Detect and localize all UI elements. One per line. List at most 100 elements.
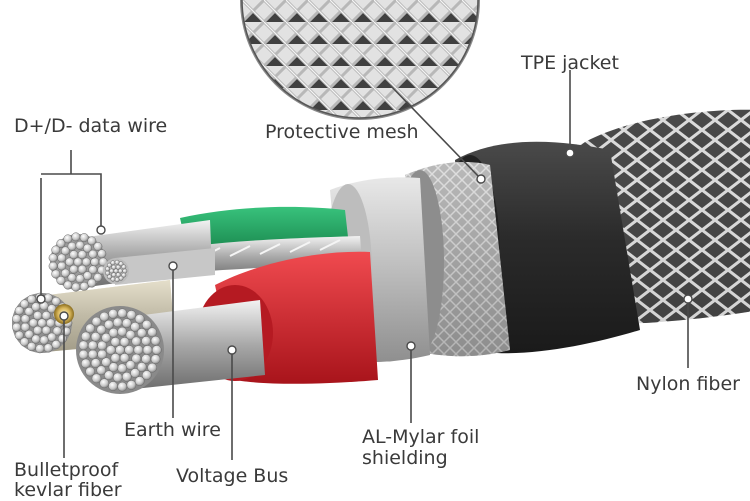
voltage-bus-strand — [90, 358, 101, 368]
voltage-bus-strand — [134, 376, 145, 386]
voltage-bus-strand — [141, 370, 152, 381]
voltage-bus-strand — [134, 314, 145, 324]
data-wire-strand — [63, 280, 73, 290]
data-wire-strand — [122, 268, 128, 274]
data-wire-strand — [75, 274, 85, 284]
leader-protective-mesh — [389, 84, 481, 179]
kevlar-outer-strand — [33, 311, 43, 321]
label-protective-mesh: Protective mesh — [265, 121, 419, 143]
label-kevlar-line1: Bulletproof — [14, 459, 119, 481]
voltage-bus-strand — [131, 336, 142, 347]
voltage-bus-strand — [142, 345, 153, 355]
voltage-bus-strand — [99, 311, 110, 322]
data-wire-strands — [48, 220, 215, 292]
voltage-bus-strand — [130, 368, 140, 378]
data-wire-strand — [51, 269, 61, 279]
data-wire-strand — [87, 278, 97, 288]
data-wire-strand — [48, 253, 58, 263]
kevlar-outer-strand — [39, 335, 49, 345]
kevlar-outer-strand — [27, 294, 37, 304]
kevlar-outer-strand — [24, 329, 34, 339]
kevlar-outer-strand — [37, 318, 47, 328]
voltage-bus-strand — [121, 371, 132, 382]
voltage-bus-strand — [80, 358, 91, 369]
label-earth-wire: Earth wire — [124, 419, 221, 441]
voltage-bus-strand — [133, 345, 144, 355]
kevlar-outer-strand — [46, 318, 56, 328]
data-wire-strand — [60, 268, 70, 278]
data-wire-strand — [73, 257, 83, 267]
voltage-bus-strand — [87, 340, 98, 351]
voltage-bus-strand — [91, 373, 102, 384]
data-wire-strand — [60, 246, 70, 256]
data-wire-strand — [83, 243, 92, 253]
data-wire-strand — [118, 261, 124, 267]
voltage-bus-strand — [150, 335, 161, 346]
data-wire-strand — [106, 262, 112, 268]
voltage-bus-strand — [126, 310, 137, 320]
data-wire-strand — [110, 276, 116, 282]
label-mylar-line2: shielding — [362, 447, 448, 469]
voltage-bus-strand — [147, 327, 158, 338]
data-wire-strand — [110, 260, 116, 266]
voltage-bus-strand — [141, 336, 151, 346]
voltage-bus-strand — [108, 381, 118, 391]
voltage-bus-strand — [99, 378, 110, 389]
voltage-bus-strand — [110, 337, 121, 347]
label-data-wire: D+/D- data wire — [14, 115, 168, 137]
kevlar-outer-strand — [51, 340, 61, 350]
data-wire-strand — [63, 234, 73, 244]
voltage-bus-strand — [91, 316, 102, 327]
voltage-bus-strand — [131, 353, 142, 364]
data-wire-strand — [121, 264, 127, 270]
voltage-bus-strand — [117, 363, 128, 374]
kevlar-outer-strand — [35, 344, 45, 354]
data-wire-strand — [93, 242, 103, 251]
voltage-bus-strand — [117, 381, 128, 392]
data-wire-strand — [67, 241, 77, 251]
voltage-bus-strand — [112, 372, 123, 383]
voltage-bus-strand — [96, 324, 107, 335]
voltage-bus-strand — [96, 365, 107, 376]
voltage-bus-strand — [108, 362, 119, 373]
voltage-bus-strand — [110, 353, 121, 363]
voltage-bus-strand — [104, 370, 114, 381]
voltage-bus-strand — [101, 357, 112, 368]
kevlar-outer-strand — [24, 307, 34, 317]
data-wire-strand — [83, 271, 92, 281]
kevlar-outer-strand — [12, 322, 22, 332]
voltage-bus-strand — [151, 345, 162, 355]
kevlar-outer-strand — [47, 332, 57, 342]
voltage-bus-strand — [85, 323, 96, 334]
voltage-bus-strand — [108, 309, 118, 319]
data-wire-strand — [69, 264, 79, 274]
data-wire-strand — [71, 232, 81, 242]
voltage-bus-strand — [130, 322, 140, 332]
voltage-bus-strand — [117, 326, 128, 337]
data-wire-strand — [77, 250, 87, 260]
voltage-bus-strand — [147, 362, 158, 373]
data-wire-strand — [56, 239, 66, 248]
voltage-bus-strand — [124, 345, 135, 355]
kevlar-outer-strand — [41, 311, 51, 321]
data-wire-strand — [57, 261, 67, 271]
data-wire-strand — [51, 245, 61, 255]
voltage-bus-strand — [141, 319, 152, 330]
voltage-bus-strand — [136, 362, 147, 372]
data-wire-strand — [81, 257, 91, 267]
voltage-bus-strand — [90, 332, 101, 342]
voltage-bus-strand — [112, 317, 123, 328]
voltage-bus-strand — [119, 337, 130, 347]
label-tpe-jacket: TPE jacket — [521, 52, 619, 74]
kevlar-outer-strand — [20, 322, 30, 332]
data-wire-strand — [114, 277, 120, 283]
data-wire-strand — [88, 249, 98, 259]
voltage-bus-strand — [85, 366, 96, 377]
voltage-bus-strand — [126, 380, 137, 390]
kevlar-outer-strand — [33, 325, 43, 335]
data-wire-strand — [88, 265, 98, 275]
data-wire-strand — [115, 264, 121, 270]
voltage-bus-strand — [117, 308, 128, 319]
kevlar-outer-strand — [31, 334, 41, 344]
